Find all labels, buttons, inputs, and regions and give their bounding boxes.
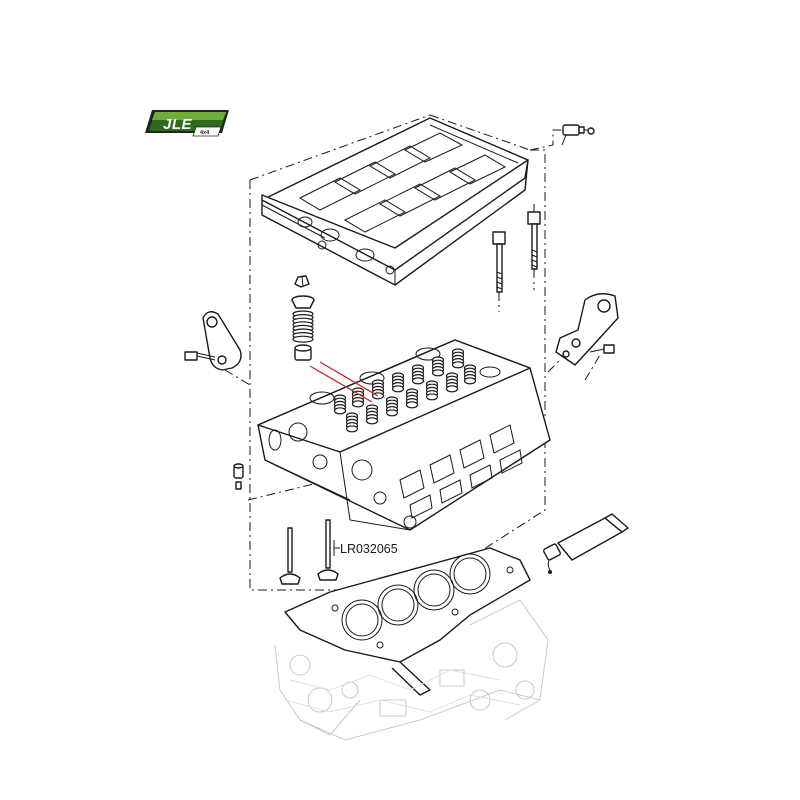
valve-spring-coil bbox=[292, 310, 314, 343]
lifting-eye-bracket bbox=[184, 311, 251, 386]
logo-text: JLE bbox=[163, 116, 193, 133]
cylinder-head-gasket bbox=[284, 547, 531, 696]
camshaft-sensor bbox=[529, 124, 595, 151]
installed-spring bbox=[463, 364, 477, 385]
valve-spring-retainer bbox=[291, 295, 315, 309]
cylinder-head-bolt bbox=[492, 231, 535, 312]
installed-spring bbox=[385, 396, 399, 417]
jle-logo: JLE 4x4 bbox=[145, 110, 229, 137]
part-number-label: LR032065 bbox=[340, 542, 398, 556]
installed-spring bbox=[425, 380, 439, 401]
installed-spring bbox=[431, 356, 445, 377]
valve-intake bbox=[317, 519, 339, 581]
installed-spring bbox=[345, 412, 359, 433]
valve-spring bbox=[292, 310, 314, 343]
sealant-tube bbox=[543, 513, 629, 574]
installed-spring bbox=[391, 372, 405, 393]
installed-spring bbox=[411, 364, 425, 385]
installed-spring bbox=[351, 387, 365, 408]
installed-spring bbox=[333, 394, 347, 415]
installed-spring bbox=[445, 372, 459, 393]
valve-exhaust bbox=[279, 527, 301, 585]
part-callout: LR032065 bbox=[309, 361, 398, 556]
installed-spring bbox=[365, 404, 379, 425]
lifting-eye-bracket bbox=[547, 293, 619, 381]
camshaft-carrier bbox=[261, 117, 529, 286]
dowel-sleeve bbox=[233, 463, 244, 490]
cylinder-head bbox=[257, 339, 551, 531]
engine-block-ghost bbox=[274, 599, 549, 741]
installed-spring bbox=[451, 348, 465, 369]
cylinder-head-bolt bbox=[527, 204, 541, 270]
valve-collets bbox=[294, 275, 310, 288]
logo-subtext: 4x4 bbox=[200, 130, 210, 136]
installed-spring bbox=[405, 388, 419, 409]
valve-stem-seal bbox=[294, 344, 312, 361]
